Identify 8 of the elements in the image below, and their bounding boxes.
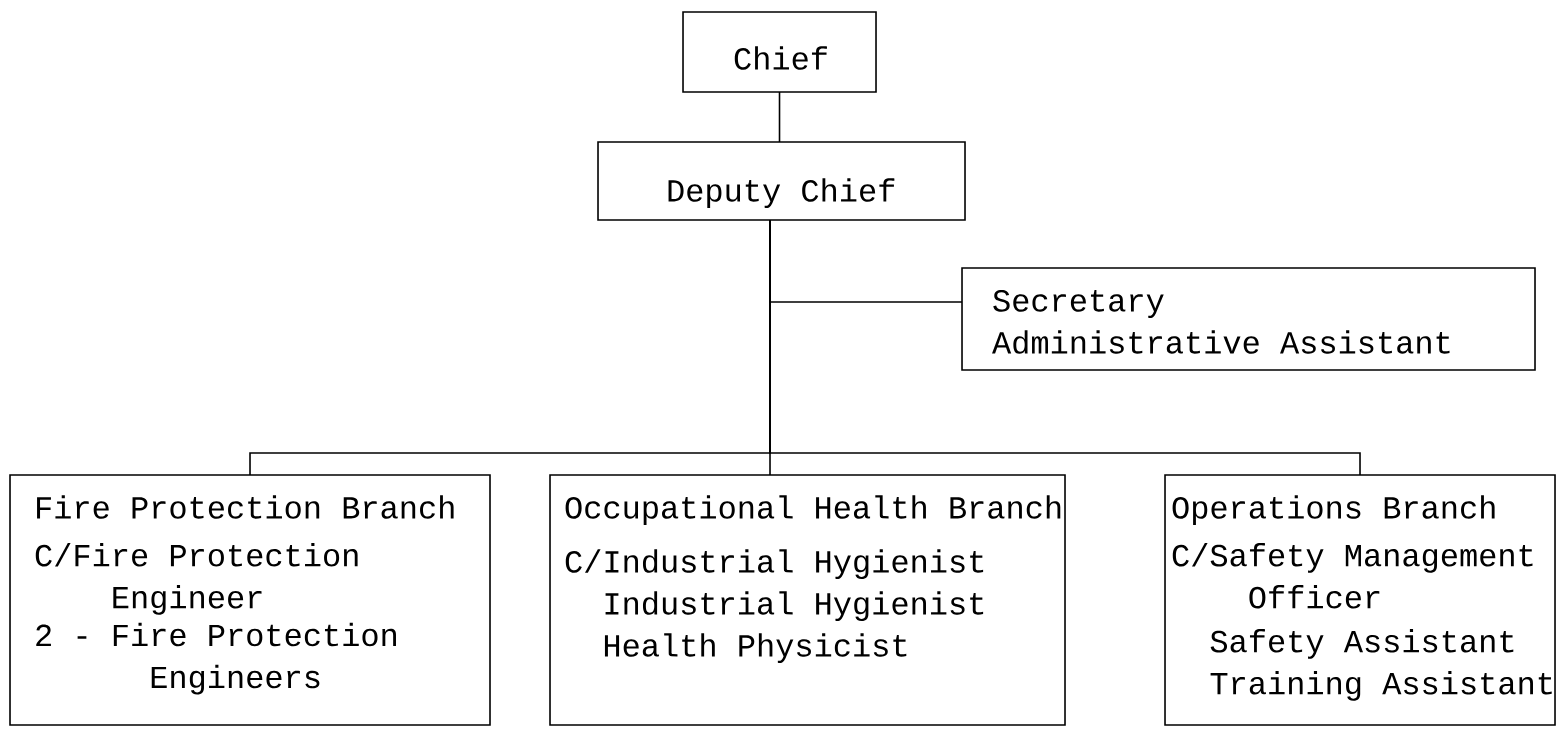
org-box: Deputy Chief (597, 141, 966, 221)
org-box: Occupational Health Branch C/Industrial Hygienist Industrial Hygienist Health Physicist (549, 474, 1066, 726)
org-box: Chief (682, 11, 877, 93)
org-box: Fire Protection Branch C/Fire Protection Engineer 2 - Fire Protection Engineers (9, 474, 491, 726)
connector-line (769, 219, 1361, 476)
connector-line (778, 91, 781, 143)
org-box: Operations Branch C/Safety Management Officer Safety Assistant Training Assistant (1164, 474, 1556, 726)
org-box: Secretary Administrative Assistant (961, 267, 1536, 371)
